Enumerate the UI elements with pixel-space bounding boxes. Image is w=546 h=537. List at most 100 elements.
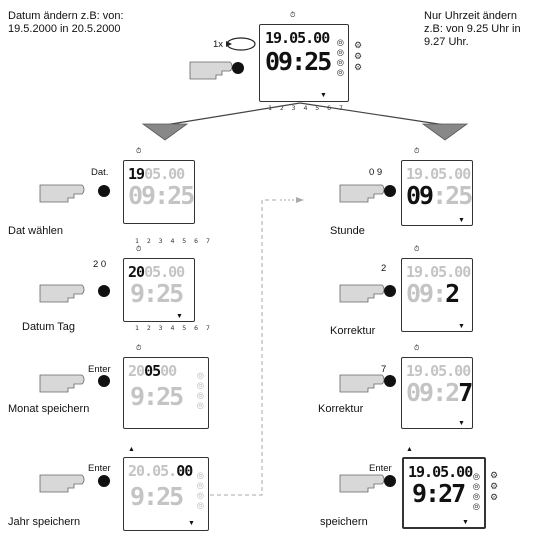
right-step-4-date: 19.05.00	[408, 463, 473, 481]
left-step-4-key: Enter	[88, 463, 111, 474]
left-step-3-clock-icon: ⏱	[136, 345, 142, 352]
left-step-2-caption: Datum Tag	[22, 321, 75, 333]
left-step-4-down-indicator: ▼	[188, 520, 195, 527]
button-icon-right-3	[384, 375, 396, 387]
hand-icon-left-1	[39, 184, 85, 203]
right-step-3-caption: Korrektur	[318, 403, 364, 415]
main-display-time: 09:25	[265, 47, 332, 76]
button-icon-right-2	[384, 285, 396, 297]
hand-icon-left-3	[39, 374, 85, 393]
left-step-4-date-active: 00	[176, 462, 193, 480]
right-step-4-down-indicator: ▼	[462, 519, 469, 526]
dashed-connector-arrow	[296, 197, 304, 203]
left-step-3-caption: Monat speichern	[8, 403, 90, 415]
hand-icon-right-3	[339, 374, 385, 393]
button-icon-left-4	[98, 475, 110, 487]
button-icon-left-2	[98, 285, 110, 297]
rotation-arrowhead	[226, 41, 232, 47]
down-arrow-left	[141, 123, 189, 141]
hand-icon-right-4	[339, 474, 385, 493]
main-display-indicator: ▼	[320, 92, 327, 99]
left-step-4-program-segments: ⦾⦾⦾⦾	[196, 472, 204, 512]
right-step-1-time-rest: :25	[432, 181, 473, 210]
hand-icon-right-2	[339, 284, 385, 303]
hand-icon-left-4	[39, 474, 85, 493]
right-step-1-time-active: 09	[406, 181, 434, 210]
right-step-4-display: ▲ 19.05.00 9:27 ⦾⦾⦾⦾ ▼	[402, 446, 486, 529]
button-icon-right-4	[384, 475, 396, 487]
main-display-side-icons: ⚙⚙⚙	[354, 40, 363, 72]
right-step-1-key: 0 9	[369, 167, 383, 178]
left-step-4-time: 9:25	[130, 482, 184, 511]
right-step-2-key: 2	[381, 263, 387, 274]
left-step-4-display: ▲ 20.05.00 9:25 ⦾⦾⦾⦾ ▼	[123, 446, 209, 531]
right-step-3-time-active: 7	[458, 378, 473, 407]
branch-line-left	[164, 102, 301, 126]
left-step-1-time: 09:25	[128, 181, 195, 210]
left-step-1-caption: Dat wählen	[8, 225, 64, 237]
right-step-3-display: ⏱ 19.05.00 09:27 ▼	[401, 345, 473, 429]
left-step-2-indicator: ▼	[176, 313, 183, 320]
main-display-program-segments: ⦾⦾⦾⦾	[336, 39, 344, 79]
left-step-2-time: 9:25	[130, 279, 184, 308]
right-step-1-display: ⏱ 19.05.00 09:25 ▼	[401, 148, 473, 226]
left-step-2-days: 1 2 3 4 5 6 7	[135, 324, 212, 332]
right-step-4-caption: speichern	[320, 516, 368, 528]
left-step-1-date-rest: 05.00	[144, 165, 185, 183]
left-step-3-date-pre: 20	[128, 362, 145, 380]
right-step-2-clock-icon: ⏱	[414, 246, 420, 253]
right-intro-line-2: z.B: von 9.25 Uhr in	[424, 23, 521, 35]
left-step-2-date-rest: 05.00	[144, 263, 185, 281]
main-display-date: 19.05.00	[265, 29, 330, 47]
right-intro-text: Nur Uhrzeit ändern z.B: von 9.25 Uhr in …	[424, 10, 521, 49]
left-step-3-key: Enter	[88, 364, 111, 375]
left-step-3-display: ⏱ 200500 9:25 ⦾⦾⦾⦾	[123, 345, 209, 429]
right-step-3-date: 19.05.00	[406, 362, 471, 380]
right-step-4-program-segments: ⦾⦾⦾⦾	[472, 473, 480, 513]
down-arrow-right	[421, 123, 469, 141]
right-step-2-time-active: 2	[445, 279, 460, 308]
button-icon-right-1	[384, 185, 396, 197]
left-step-1-clock-icon: ⏱	[136, 148, 142, 155]
right-step-1-clock-icon: ⏱	[414, 148, 420, 155]
right-step-2-date: 19.05.00	[406, 263, 471, 281]
right-step-1-caption: Stunde	[330, 225, 365, 237]
right-intro-line-3: 9.27 Uhr.	[424, 36, 469, 48]
left-step-3-program-segments: ⦾⦾⦾⦾	[196, 372, 204, 412]
right-step-2-display: ⏱ 19.05.00 09:2 ▼	[401, 246, 473, 332]
right-step-4-time: 9:27	[412, 479, 466, 508]
left-step-3-date-rest: 00	[160, 362, 177, 380]
left-step-4-up-indicator: ▲	[128, 446, 135, 453]
dashed-connector	[210, 199, 278, 496]
hand-icons	[39, 61, 385, 493]
right-step-4-up-indicator: ▲	[406, 446, 413, 453]
hand-icon-left-2	[39, 284, 85, 303]
right-step-4-side-icons: ⚙⚙⚙	[490, 470, 499, 502]
left-step-2-key: 2 0	[93, 259, 107, 270]
left-step-1-days: 1 2 3 4 5 6 7	[135, 237, 212, 245]
rotation-label: 1x	[213, 39, 224, 50]
left-step-1-key: Dat.	[91, 167, 109, 178]
left-step-1-date-active: 19	[128, 165, 145, 183]
left-step-4-caption: Jahr speichern	[8, 516, 81, 528]
left-step-3-time: 9:25	[130, 382, 184, 411]
left-step-4-date-pre: 20.05.	[128, 462, 177, 480]
right-step-4-key: Enter	[369, 463, 392, 474]
right-intro-line-1: Nur Uhrzeit ändern	[424, 10, 517, 22]
button-icon-left-3	[98, 375, 110, 387]
branch-line-right	[299, 102, 446, 126]
left-step-2-display: ⏱ 2005.00 9:25 ▼	[123, 246, 195, 322]
right-step-3-time-rest: 09:2	[406, 378, 460, 407]
button-icon-left-1	[98, 185, 110, 197]
main-display-days: 1 2 3 4 5 6 7	[268, 104, 345, 112]
button-icons	[98, 62, 396, 487]
left-intro-line-2: 19.5.2000 in 20.5.2000	[8, 23, 121, 35]
button-icon-main	[232, 62, 244, 74]
right-step-3-indicator: ▼	[458, 420, 465, 427]
hand-icon-main	[189, 61, 233, 80]
right-step-3-key: 7	[381, 364, 387, 375]
right-step-1-date: 19.05.00	[406, 165, 471, 183]
left-step-1-display: ⏱ 1905.00 09:25	[123, 148, 195, 224]
main-display-clock-icon: ⏱	[290, 12, 296, 19]
